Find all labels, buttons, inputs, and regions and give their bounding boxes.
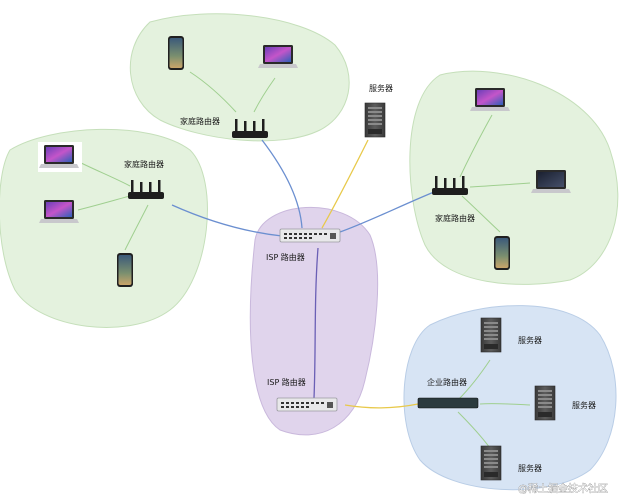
enterprise-server2-label: 服务器 [572,400,596,410]
right-laptop2-icon [531,170,571,193]
link-isp-enterprise [344,403,419,409]
enterprise-server1-label: 服务器 [518,335,542,345]
link-top-laptop [253,77,276,113]
link-left-router-isp [171,204,283,237]
top-laptop-icon [258,45,298,68]
link-ent-server3 [457,411,491,449]
link-top-phone [189,71,237,113]
home-zone-right [409,70,619,285]
standalone-server-label: 服务器 [369,83,393,93]
isp-router-upper-icon [279,228,341,243]
enterprise-server3-icon [480,445,502,481]
left-home-router-label: 家庭路由器 [124,159,164,169]
left-laptop2-icon [39,200,79,223]
link-right-laptop2 [469,182,531,188]
link-left-phone [124,204,149,251]
enterprise-zone [403,305,617,491]
home-zone-top [129,13,350,142]
enterprise-server3-label: 服务器 [518,463,542,473]
right-laptop1-icon [470,88,510,111]
isp-router-upper-label: ISP 路由器 [266,252,305,262]
enterprise-server2-icon [534,385,556,421]
link-right-router-isp [339,191,435,233]
isp-router-lower-icon [276,397,338,412]
left-laptop1-icon [39,145,79,168]
watermark: @稀土掘金技术社区 [518,482,608,495]
home-zone-left [0,128,208,328]
right-home-router-label: 家庭路由器 [435,213,475,223]
isp-router-lower-label: ISP 路由器 [267,377,306,387]
link-left-laptop2 [77,195,131,211]
standalone-server-icon [364,102,386,138]
enterprise-server1-icon [480,317,502,353]
isp-zone [249,207,379,436]
link-right-phone [461,195,501,233]
link-ent-server2 [479,403,531,406]
top-home-router-label: 家庭路由器 [180,116,220,126]
right-phone-icon [494,236,510,270]
link-server-isp [321,139,369,229]
link-isp-isp [313,247,319,399]
top-phone-icon [168,36,184,70]
left-phone-icon [117,253,133,287]
link-right-laptop1 [459,114,493,178]
link-top-router-isp [261,139,303,229]
enterprise-router-label: 企业路由器 [427,377,467,387]
enterprise-router-icon [417,397,479,409]
